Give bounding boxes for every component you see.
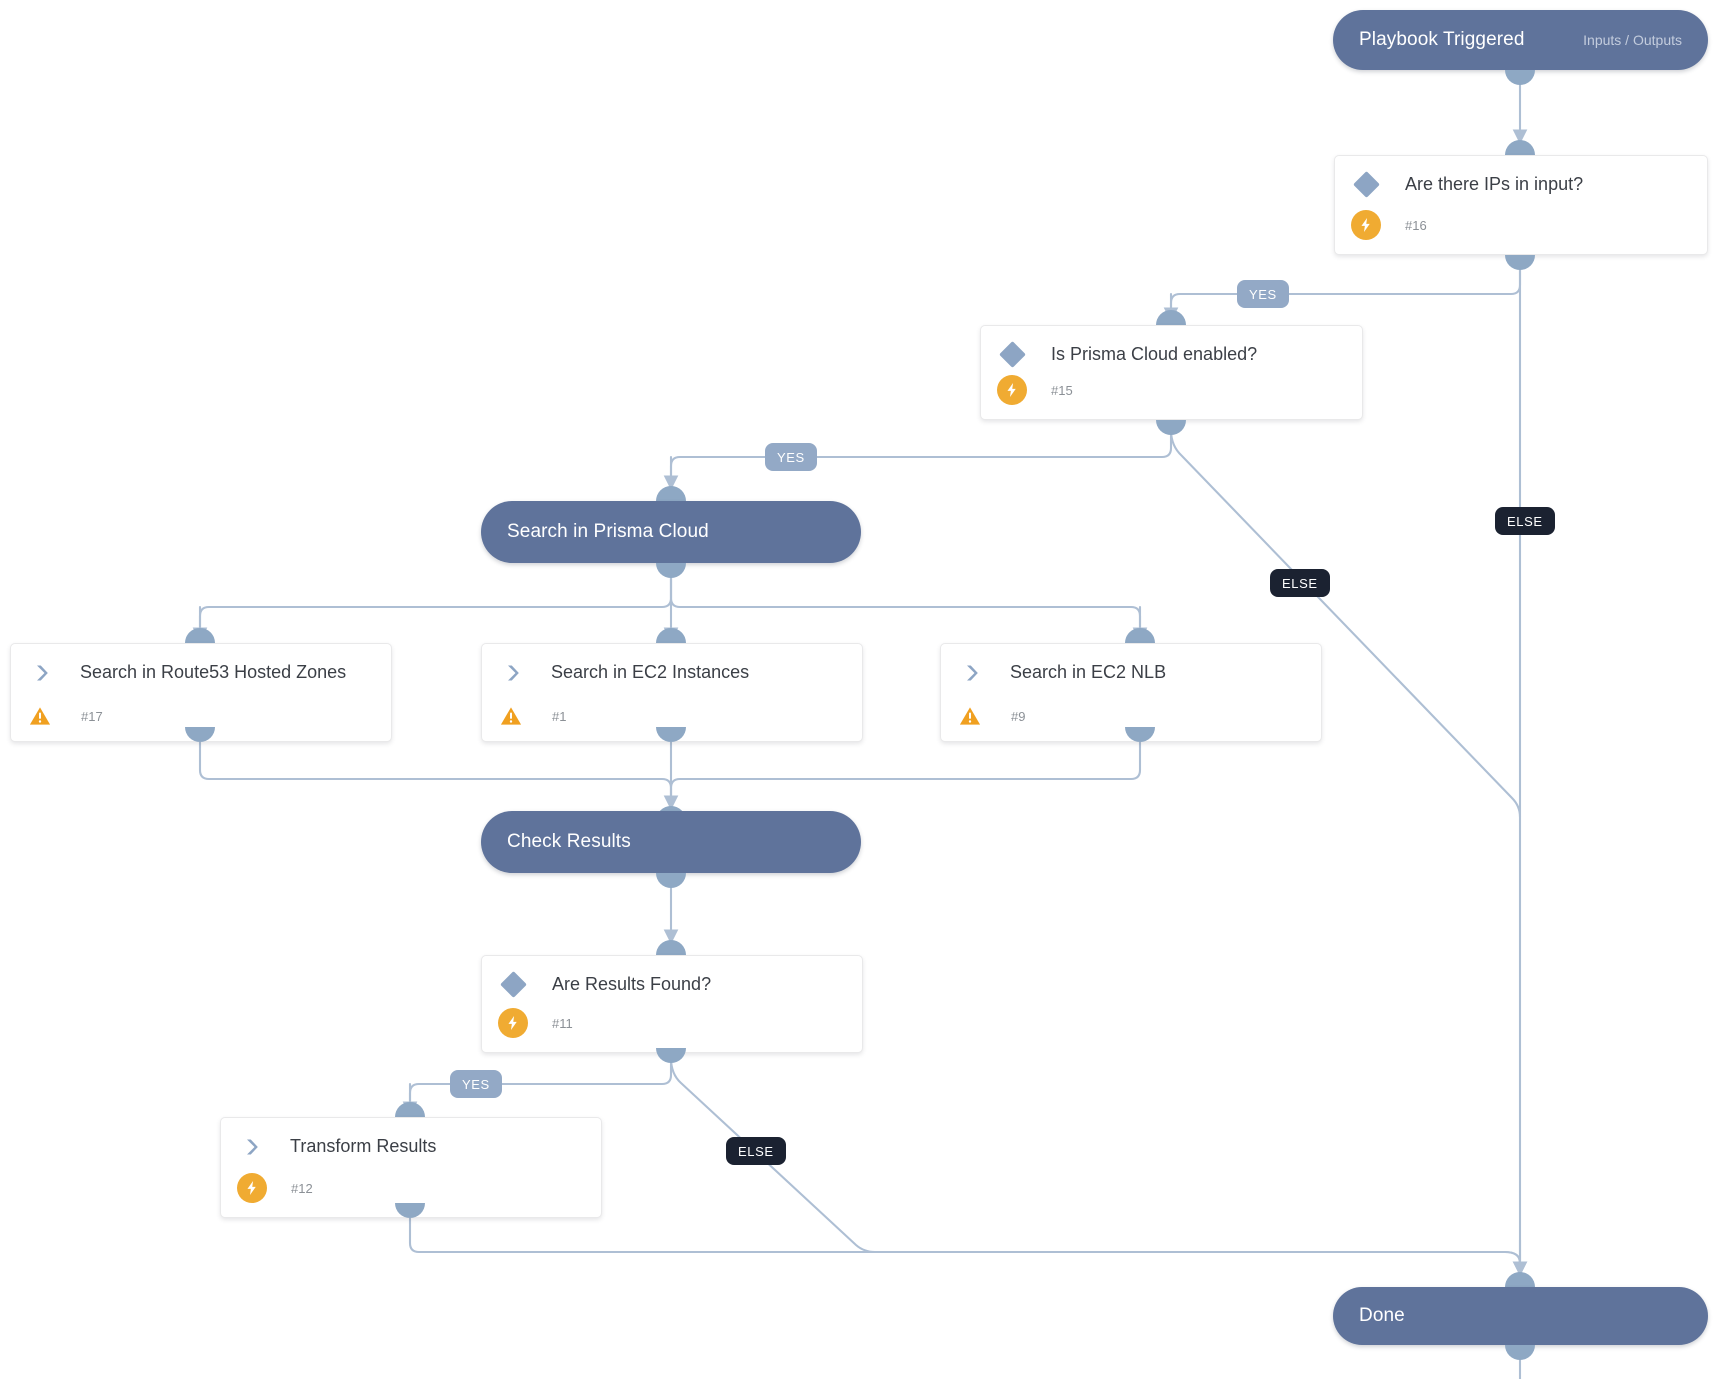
card-header: Search in Route53 Hosted Zones <box>11 644 391 683</box>
edge-label-text: YES <box>1249 286 1277 302</box>
node-search-route53[interactable]: Search in Route53 Hosted Zones #17 <box>10 643 392 742</box>
port-bottom-is-prisma-cloud-enabled <box>1156 420 1186 435</box>
node-playbook-triggered[interactable]: Playbook Triggered Inputs / Outputs <box>1333 10 1708 70</box>
chevron-icon <box>967 665 978 680</box>
port-bottom-search-in-prisma-cloud <box>656 563 686 578</box>
edge-label-text: ELSE <box>738 1143 774 1159</box>
port-top-is-prisma-cloud-enabled <box>1156 310 1186 325</box>
edge-prisma-to-ec2-nlb <box>669 561 1142 630</box>
node-is-prisma-cloud-enabled[interactable]: Is Prisma Cloud enabled? #15 <box>980 325 1363 420</box>
card-footer: #1 <box>482 705 862 741</box>
port-top-done <box>1505 1272 1535 1287</box>
warning-badge <box>959 707 981 725</box>
port-top-are-results-found <box>656 940 686 955</box>
port-top-search-ec2-instances <box>656 628 686 643</box>
bolt-badge <box>498 1008 528 1038</box>
node-id: #11 <box>552 1015 573 1031</box>
edge-ips-yes-route <box>1169 263 1522 312</box>
card-footer: #17 <box>11 705 391 741</box>
node-id: #12 <box>291 1180 313 1196</box>
node-label: Search in Route53 Hosted Zones <box>80 662 347 682</box>
node-label: Is Prisma Cloud enabled? <box>1051 344 1258 364</box>
edge-label-else-prisma[interactable]: ELSE <box>1270 569 1330 597</box>
card-footer: #11 <box>482 1008 862 1052</box>
bolt-badge <box>237 1173 267 1203</box>
edge-label-yes-prisma[interactable]: YES <box>765 443 817 471</box>
bolt-badge <box>1351 210 1381 240</box>
edge-label-else-results[interactable]: ELSE <box>726 1137 786 1165</box>
node-label: Search in EC2 NLB <box>1010 662 1167 682</box>
edge-ec2nlb-to-check <box>669 740 1142 798</box>
diamond-icon <box>500 971 527 998</box>
card-footer: #16 <box>1335 210 1707 254</box>
node-are-results-found[interactable]: Are Results Found? #11 <box>481 955 863 1053</box>
card-header: Search in EC2 NLB <box>941 644 1321 683</box>
edge-transform-to-done <box>408 1216 1522 1265</box>
port-top-search-in-prisma-cloud <box>656 486 686 501</box>
port-top-search-route53 <box>185 628 215 643</box>
card-footer: #9 <box>941 705 1321 741</box>
node-id: #15 <box>1051 382 1073 398</box>
node-label: Done <box>1359 1305 1405 1326</box>
card-footer: #12 <box>221 1173 601 1217</box>
edge-label-text: ELSE <box>1282 575 1318 591</box>
node-check-results[interactable]: Check Results <box>481 811 861 873</box>
card-header: Search in EC2 Instances <box>482 644 862 683</box>
port-top-transform-results <box>395 1102 425 1117</box>
port-top-search-ec2-nlb <box>1125 628 1155 643</box>
edge-prisma-yes-route <box>669 428 1173 478</box>
inputs-outputs-link[interactable]: Inputs / Outputs <box>1583 32 1682 48</box>
edge-label-text: YES <box>777 449 805 465</box>
port-top-are-there-ips <box>1505 140 1535 155</box>
bolt-badge <box>997 375 1027 405</box>
edge-label-yes-ips[interactable]: YES <box>1237 280 1289 308</box>
node-search-ec2-instances[interactable]: Search in EC2 Instances #1 <box>481 643 863 742</box>
node-label: Search in EC2 Instances <box>551 662 750 682</box>
node-label: Playbook Triggered <box>1359 29 1525 50</box>
edge-route53-to-check <box>198 740 673 798</box>
node-id: #1 <box>552 708 567 724</box>
edge-label-text: ELSE <box>1507 513 1543 529</box>
card-header: Are there IPs in input? <box>1335 156 1707 198</box>
card-footer: #15 <box>981 375 1362 419</box>
node-are-there-ips[interactable]: Are there IPs in input? #16 <box>1334 155 1708 255</box>
card-header: Are Results Found? <box>482 956 862 998</box>
card-header: Transform Results <box>221 1118 601 1157</box>
node-search-ec2-nlb[interactable]: Search in EC2 NLB #9 <box>940 643 1322 742</box>
card-header: Is Prisma Cloud enabled? <box>981 326 1362 368</box>
warning-badge <box>500 707 522 725</box>
node-label: Are Results Found? <box>552 974 712 994</box>
port-bottom-are-there-ips <box>1505 255 1535 270</box>
edge-label-yes-results[interactable]: YES <box>450 1070 502 1098</box>
edge-prisma-to-route53 <box>198 561 673 630</box>
edge-label-text: YES <box>462 1076 490 1092</box>
diamond-icon <box>1353 171 1380 198</box>
node-done[interactable]: Done <box>1333 1287 1708 1345</box>
edge-results-else-diagonal <box>669 1056 1522 1265</box>
node-label: Transform Results <box>290 1136 437 1156</box>
warning-badge <box>29 707 51 725</box>
port-bottom-done <box>1505 1345 1535 1360</box>
port-bottom-playbook-triggered <box>1505 70 1535 85</box>
node-transform-results[interactable]: Transform Results #12 <box>220 1117 602 1218</box>
node-label: Search in Prisma Cloud <box>507 521 709 542</box>
node-id: #17 <box>81 708 103 724</box>
node-id: #16 <box>1405 217 1427 233</box>
edge-label-else-ips[interactable]: ELSE <box>1495 507 1555 535</box>
node-label: Check Results <box>507 831 631 852</box>
diamond-icon <box>999 341 1026 368</box>
node-id: #9 <box>1011 708 1026 724</box>
edge-prisma-else-diagonal <box>1169 428 1522 819</box>
chevron-icon <box>37 665 48 680</box>
node-search-in-prisma-cloud[interactable]: Search in Prisma Cloud <box>481 501 861 563</box>
port-bottom-check-results <box>656 873 686 888</box>
chevron-icon <box>508 665 519 680</box>
node-label: Are there IPs in input? <box>1405 174 1584 194</box>
chevron-icon <box>247 1139 258 1154</box>
